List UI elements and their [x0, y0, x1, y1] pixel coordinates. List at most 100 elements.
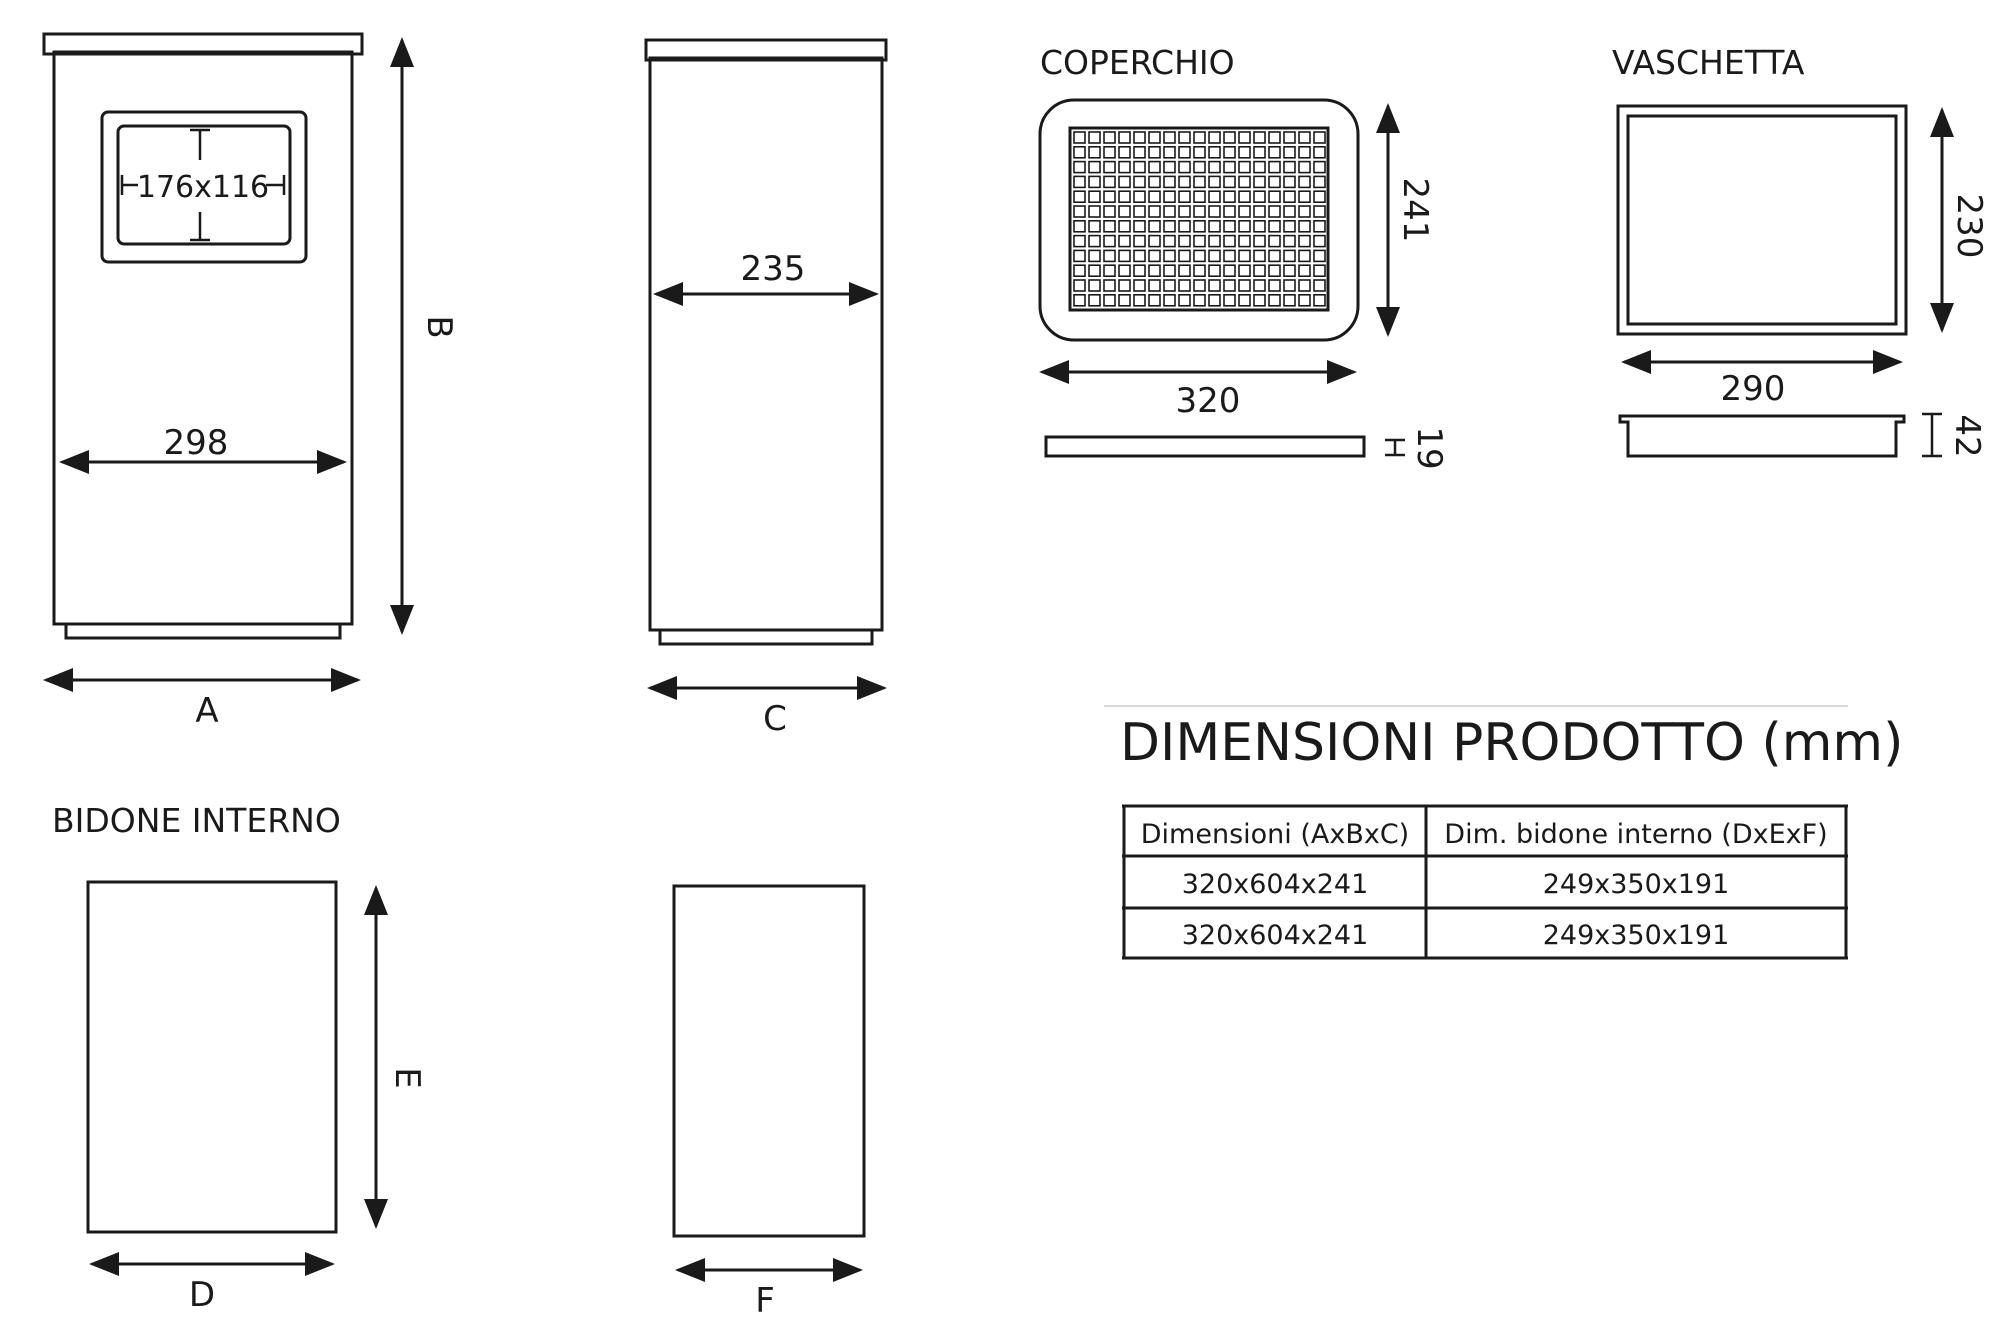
lid-grid-cell: [1283, 279, 1296, 292]
lid-grid-cell: [1268, 131, 1281, 144]
lid-grid-cell: [1073, 190, 1086, 203]
lid-grid-cell: [1298, 190, 1311, 203]
lid-grid-cell: [1253, 293, 1266, 307]
inner-bin-front: [86, 880, 338, 1234]
lid-grid-cell: [1178, 220, 1191, 233]
lid-grid-cell: [1103, 160, 1116, 174]
lid-grid-cell: [1103, 279, 1116, 292]
lid-grid-cell: [1178, 249, 1191, 263]
lid-grid-cell: [1253, 205, 1266, 218]
lid-grid-cell: [1313, 249, 1326, 263]
lid-grid-cell: [1103, 175, 1116, 189]
lid-grid-cell: [1313, 190, 1326, 203]
lid-grid-cell: [1268, 279, 1281, 292]
lid-grid-cell: [1268, 205, 1281, 218]
lid-grid-cell: [1148, 264, 1161, 278]
tray-inner: [1626, 114, 1898, 326]
lid-grid-cell: [1178, 234, 1191, 248]
lid-grid-cell: [1298, 264, 1311, 278]
lid-grid-cell: [1148, 190, 1161, 203]
lid-grid-cell: [1073, 249, 1086, 263]
lid-grid-cell: [1133, 220, 1146, 233]
lid-grid: [1073, 131, 1326, 307]
lid-grid-cell: [1103, 131, 1116, 144]
lid-grid-cell: [1238, 190, 1251, 203]
lid-grid-cell: [1298, 160, 1311, 174]
lid-grid-cell: [1298, 293, 1311, 307]
lid-grid-cell: [1088, 293, 1101, 307]
lid-grid-cell: [1073, 175, 1086, 189]
lid-grid-cell: [1283, 131, 1296, 144]
lid-grid-cell: [1133, 249, 1146, 263]
lid-grid-cell: [1118, 205, 1131, 218]
front-base: [64, 622, 342, 640]
lid-grid-cell: [1148, 175, 1161, 189]
lid-outline: [1038, 98, 1360, 342]
lid-grid-cell: [1268, 146, 1281, 159]
lid-grid-cell: [1193, 175, 1206, 189]
lid-grid-cell: [1208, 264, 1221, 278]
lid-grid-cell: [1178, 146, 1191, 159]
front-view: [42, 32, 414, 692]
lid-grid-cell: [1133, 190, 1146, 203]
lid-grid-cell: [1223, 190, 1236, 203]
lid-grid-cell: [1178, 190, 1191, 203]
side-top-cap: [644, 38, 888, 62]
lid-grid-cell: [1133, 264, 1146, 278]
lid-grid-cell: [1103, 205, 1116, 218]
lid-grid-cell: [1133, 293, 1146, 307]
lid-grid-cell: [1148, 146, 1161, 159]
lid-grid-cell: [1223, 249, 1236, 263]
lid-grid-cell: [1208, 146, 1221, 159]
lid-grid-cell: [1118, 234, 1131, 248]
lid-grid-cell: [1193, 131, 1206, 144]
tray-drawing: [1616, 104, 1954, 458]
lid-grid-cell: [1103, 249, 1116, 263]
lid-grid-cell: [1223, 279, 1236, 292]
lid-grid-cell: [1268, 175, 1281, 189]
lid-grid-cell: [1283, 146, 1296, 159]
lid-grid-cell: [1088, 220, 1101, 233]
lid-grid-cell: [1253, 279, 1266, 292]
lid-grid-cell: [1073, 160, 1086, 174]
side-base-letter: C: [763, 699, 787, 739]
lid-grid-cell: [1088, 131, 1101, 144]
lid-grid-cell: [1283, 220, 1296, 233]
lid-grid-cell: [1268, 190, 1281, 203]
lid-grid-cell: [1223, 205, 1236, 218]
front-height-letter: B: [419, 315, 459, 338]
inner-bin-width-letter: D: [189, 1275, 215, 1315]
lid-grid-cell: [1313, 279, 1326, 292]
lid-grid-cell: [1073, 264, 1086, 278]
lid-grid-cell: [1148, 249, 1161, 263]
lid-grid-cell: [1103, 146, 1116, 159]
lid-grid-cell: [1238, 249, 1251, 263]
dimensions-heading: DIMENSIONI PRODOTTO (mm): [1120, 713, 1903, 773]
lid-grid-cell: [1118, 293, 1131, 307]
lid-grid-cell: [1148, 293, 1161, 307]
lid-grid-cell: [1298, 279, 1311, 292]
lid-grid-cell: [1103, 264, 1116, 278]
lid-grid-cell: [1238, 146, 1251, 159]
lid-grid-cell: [1253, 264, 1266, 278]
lid-grid-cell: [1073, 205, 1086, 218]
lid-profile: [1044, 435, 1366, 458]
lid-grid-cell: [1148, 131, 1161, 144]
lid-grid-cell: [1208, 175, 1221, 189]
lid-grid-cell: [1088, 205, 1101, 218]
lid-grid-cell: [1313, 175, 1326, 189]
lid-grid-cell: [1178, 264, 1191, 278]
lid-grid-cell: [1148, 205, 1161, 218]
lid-grid-cell: [1193, 264, 1206, 278]
tray-profile: [1618, 414, 1906, 458]
lid-grid-cell: [1208, 249, 1221, 263]
lid-grid-cell: [1283, 190, 1296, 203]
tray-depth-label: 230: [1949, 194, 1989, 259]
front-width-label: 298: [164, 423, 229, 463]
lid-grid-cell: [1208, 205, 1221, 218]
table-header-cell: Dim. bidone interno (DxExF): [1444, 819, 1827, 850]
lid-grid-cell: [1238, 293, 1251, 307]
lid-grid-cell: [1238, 175, 1251, 189]
lid-grid-cell: [1268, 234, 1281, 248]
lid-grid-cell: [1223, 175, 1236, 189]
